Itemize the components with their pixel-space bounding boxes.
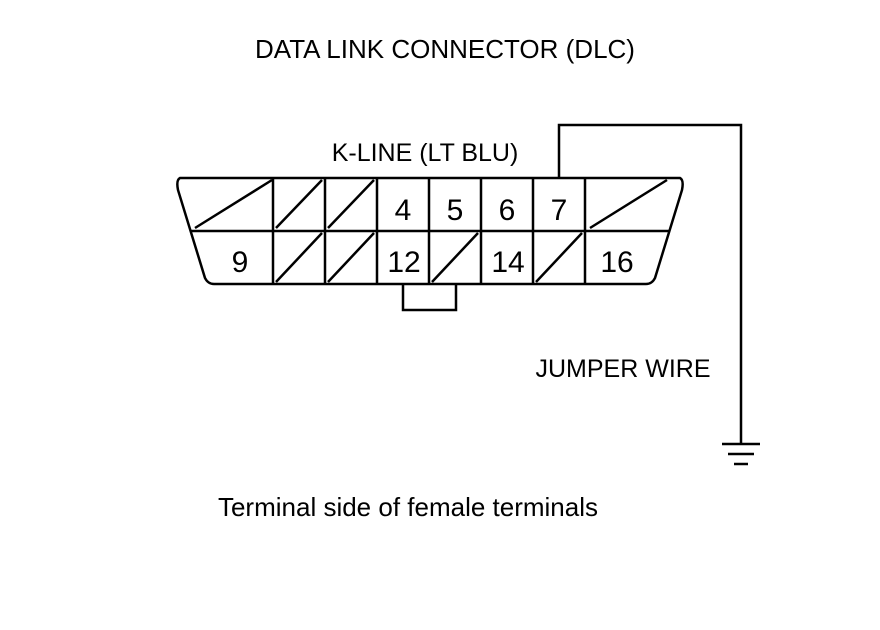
pin-4-label: 4 — [395, 194, 412, 227]
pin-6-label: 6 — [499, 194, 516, 227]
pin-5-label: 5 — [447, 194, 464, 227]
empty-cavity-slash — [589, 178, 668, 230]
diagram-title: DATA LINK CONNECTOR (DLC) — [255, 34, 635, 64]
empty-cavity-slash — [327, 232, 375, 283]
empty-cavity-slash — [194, 178, 273, 230]
empty-cavity-slash — [327, 179, 375, 229]
connector-key-tab — [401, 284, 458, 312]
connector-outline — [176, 176, 684, 286]
k-line-label: K-LINE (LT BLU) — [332, 139, 519, 167]
pin-7-label: 7 — [551, 194, 568, 227]
empty-cavity-slash — [535, 232, 583, 283]
jumper-wire — [557, 123, 743, 444]
empty-cavity-slash — [275, 179, 323, 229]
connector-body — [176, 123, 760, 466]
pin-12-label: 12 — [387, 246, 420, 279]
pin-14-label: 14 — [491, 246, 524, 279]
pin-9-label: 9 — [232, 246, 249, 279]
pin-16-label: 16 — [600, 246, 633, 279]
jumper-wire-label: JUMPER WIRE — [536, 355, 711, 383]
empty-cavity-slash — [275, 232, 323, 283]
caption: Terminal side of female terminals — [218, 492, 598, 522]
empty-cavity-slash — [431, 232, 479, 283]
